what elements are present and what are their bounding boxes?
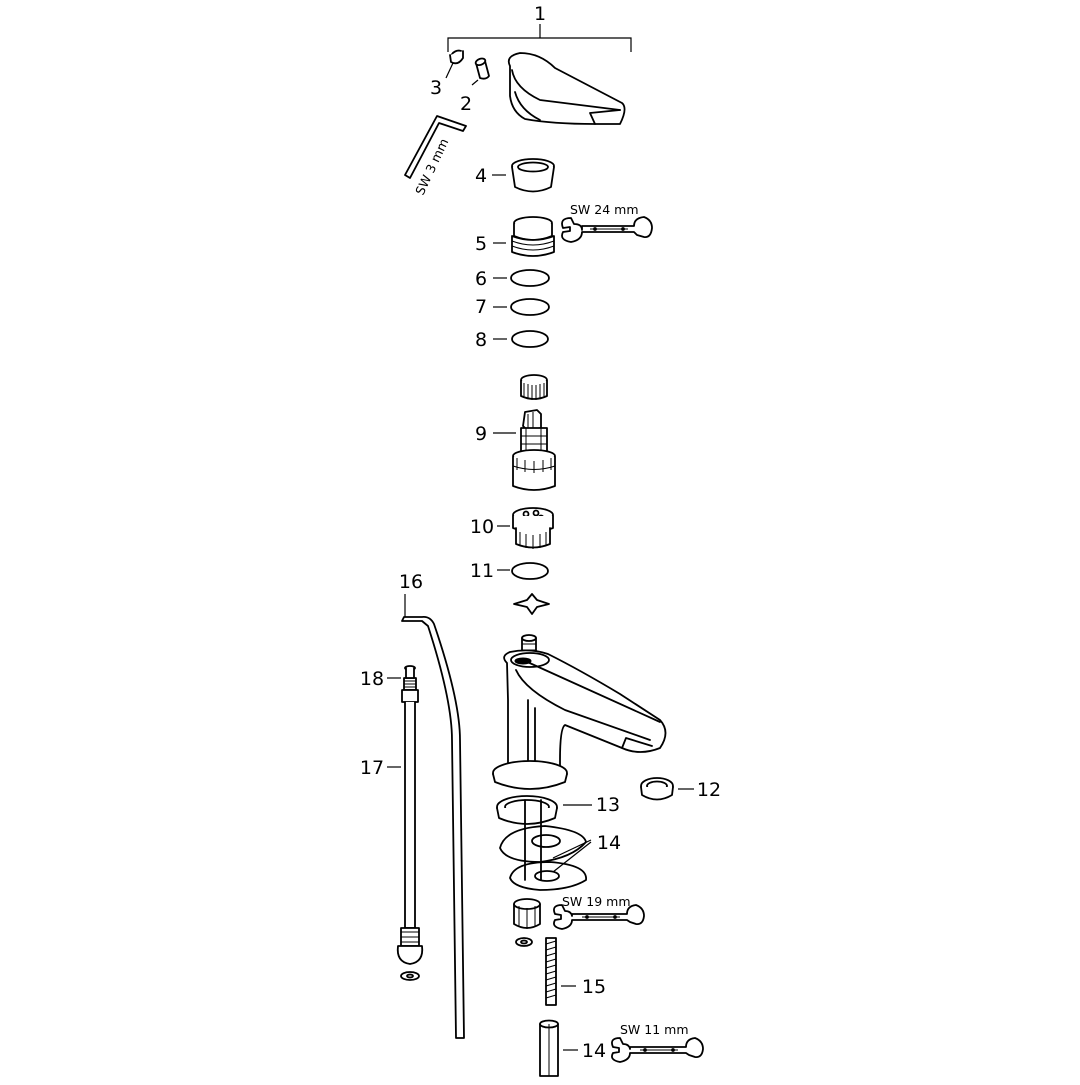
gasket-part-13 xyxy=(496,795,592,825)
callout-9: 9 xyxy=(475,423,487,445)
callout-11: 11 xyxy=(470,560,494,582)
mounting-nut xyxy=(513,898,541,947)
wrench-24mm: SW 24 mm xyxy=(561,202,653,243)
faucet-body xyxy=(492,634,667,790)
long-nut-part-14 xyxy=(539,1019,578,1077)
callout-numbers: 1 2 3 4 5 6 7 8 9 10 11 12 13 14 15 14 1… xyxy=(360,3,721,1062)
wrench-24-label: SW 24 mm xyxy=(570,202,639,217)
hex-key-tool: SW 3 mm xyxy=(404,115,467,197)
callout-6: 6 xyxy=(475,268,487,290)
screw-pin-part-2 xyxy=(471,57,490,86)
mounting-plates-part-14 xyxy=(499,799,592,891)
wrench-19-label: SW 19 mm xyxy=(562,894,631,909)
callout-8: 8 xyxy=(475,329,487,351)
callout-17: 17 xyxy=(360,757,384,779)
lever-handle-part-1 xyxy=(507,52,626,125)
threaded-rod-part-15 xyxy=(545,937,576,1006)
o-ring-part-6 xyxy=(493,269,550,287)
callout-1: 1 xyxy=(534,3,546,25)
callout-10: 10 xyxy=(470,516,494,538)
hex-key-label: SW 3 mm xyxy=(412,136,451,197)
callout-4: 4 xyxy=(475,165,487,187)
handle-group-bracket xyxy=(447,24,632,52)
callout-7: 7 xyxy=(475,296,487,318)
aerator-part-12 xyxy=(640,777,694,801)
callout-14-upper: 14 xyxy=(597,832,621,854)
nut-part-5 xyxy=(493,216,555,257)
callout-15: 15 xyxy=(582,976,606,998)
cartridge-part-9 xyxy=(493,409,556,491)
callout-14-lower: 14 xyxy=(582,1040,606,1062)
o-ring-part-8 xyxy=(493,330,549,348)
wrench-11-label: SW 11 mm xyxy=(620,1022,689,1037)
callout-5: 5 xyxy=(475,233,487,255)
cover-ring-part-4 xyxy=(492,158,555,193)
o-ring-part-11 xyxy=(497,562,549,580)
o-ring-part-7 xyxy=(493,298,550,316)
splined-adapter xyxy=(520,374,548,400)
callout-18: 18 xyxy=(360,668,384,690)
wrench-11mm: SW 11 mm xyxy=(611,1022,704,1063)
callout-3: 3 xyxy=(430,77,442,99)
flex-hose-part-17 xyxy=(387,665,424,981)
star-clip xyxy=(513,593,550,615)
callout-13: 13 xyxy=(596,794,620,816)
lift-rod-part-16 xyxy=(401,594,465,1039)
grub-screw-part-3 xyxy=(445,49,464,79)
callout-16: 16 xyxy=(399,571,423,593)
callout-2: 2 xyxy=(460,93,472,115)
wrench-19mm: SW 19 mm xyxy=(553,894,645,930)
callout-12: 12 xyxy=(697,779,721,801)
base-unit-part-10 xyxy=(497,507,554,549)
